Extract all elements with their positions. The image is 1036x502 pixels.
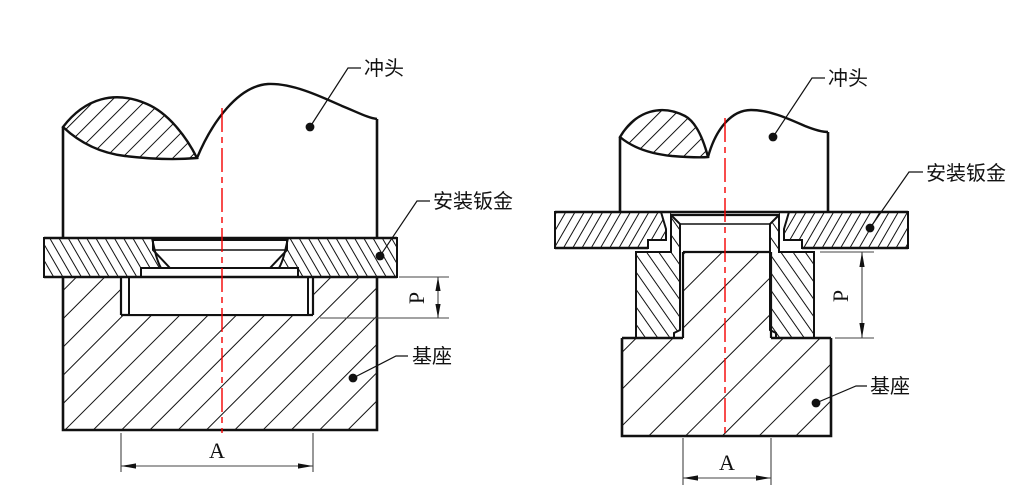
dim-p-arrow-bottom [859, 323, 865, 338]
left-view: 冲头 安装钣金 基座 A P [43, 56, 513, 472]
sheet-metal-surfaces [44, 236, 397, 279]
dim-p-label: P [828, 290, 853, 302]
dim-p-extension-lines [820, 251, 874, 339]
punch-leader-line [309, 67, 361, 128]
punch-label: 冲头 [828, 66, 868, 90]
sheet-metal-left-section [43, 237, 163, 278]
sheet-leader-line [869, 171, 923, 229]
base-label: 基座 [870, 374, 910, 398]
dim-a-arrow-right [756, 475, 771, 481]
right-view: 冲头 安装钣金 基座 A P [554, 66, 1006, 485]
dim-a-label: A [209, 438, 225, 463]
punch-leader-dot [305, 122, 315, 132]
sheet-metal-label: 安装钣金 [926, 161, 1006, 185]
punch-label: 冲头 [364, 56, 404, 80]
sheet-metal-label: 安装钣金 [433, 189, 513, 213]
die-ring-right-wall [769, 212, 815, 339]
base-outline [61, 277, 379, 432]
dim-p-extension-lines [320, 276, 449, 319]
die-ring-left-wall [635, 212, 681, 339]
dim-a-arrow-left [683, 475, 698, 481]
base-label: 基座 [412, 344, 452, 368]
dim-a-arrow-left [121, 463, 136, 469]
dim-p-arrow-top [859, 252, 865, 267]
dim-a-extension-lines [682, 438, 772, 485]
sheet-leader-dot [375, 251, 385, 261]
dim-a-arrow-right [298, 463, 313, 469]
sheet-leader-dot [865, 223, 875, 233]
punch-leader-dot [768, 132, 778, 142]
base-leader-dot [348, 373, 358, 383]
punch-leader-line [772, 77, 825, 138]
die-head [152, 239, 288, 269]
base-boss-hatch [622, 252, 831, 436]
sheet-metal-surfaces [555, 210, 908, 250]
base-leader-line [815, 385, 867, 404]
base-leader-dot [811, 398, 821, 408]
sheet-metal-right-section [783, 211, 909, 249]
punch-sides [61, 119, 379, 238]
punch-sides [618, 132, 830, 212]
die-flange [140, 267, 299, 278]
sheet-leader-line [379, 200, 430, 257]
dim-p-arrow-top [435, 277, 441, 291]
base-leader-line [352, 355, 408, 379]
dim-a-label: A [719, 450, 735, 475]
die-body [128, 276, 309, 316]
punch-break-line [706, 108, 829, 158]
dim-p-label: P [404, 292, 429, 304]
dim-p-arrow-bottom [435, 304, 441, 318]
